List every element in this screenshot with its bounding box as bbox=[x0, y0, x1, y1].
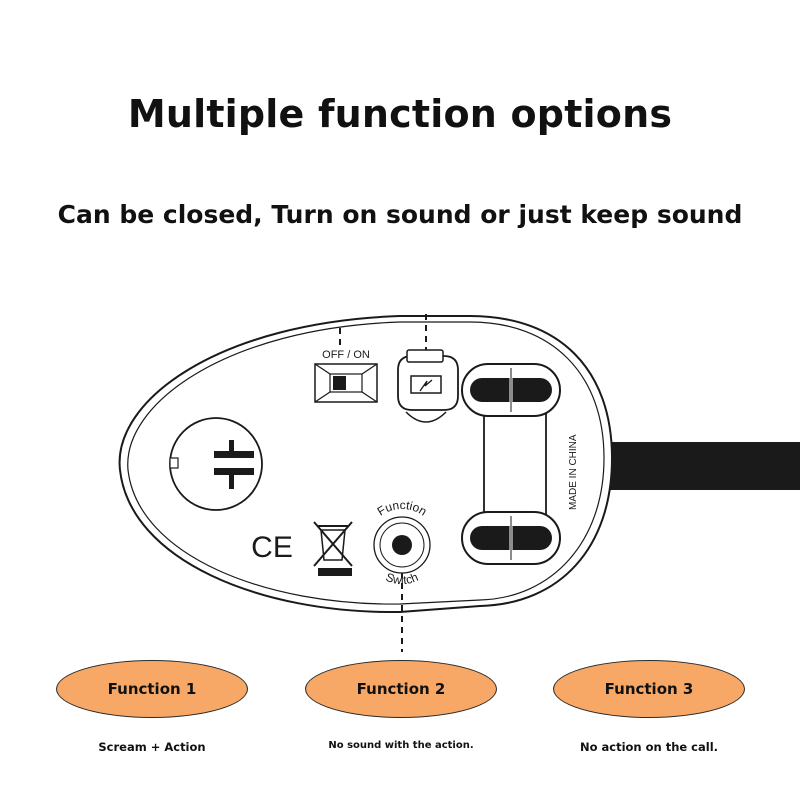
function-ring-label: Function bbox=[375, 498, 430, 519]
made-in-label: MADE IN CHINA bbox=[568, 434, 579, 510]
ce-mark: CE bbox=[251, 531, 293, 564]
function-1-option[interactable]: Function 1 bbox=[56, 660, 248, 718]
speaker-icon bbox=[169, 417, 263, 511]
power-switch[interactable] bbox=[314, 363, 378, 403]
page-subtitle: Can be closed, Turn on sound or just kee… bbox=[57, 200, 743, 229]
function-3-option[interactable]: Function 3 bbox=[553, 660, 745, 718]
battery-icon bbox=[397, 349, 459, 423]
switch-label: OFF / ON bbox=[322, 349, 370, 361]
function-2-option[interactable]: Function 2 bbox=[305, 660, 497, 718]
function-3-description: No action on the call. bbox=[579, 740, 719, 754]
switch-ring-label: Switch bbox=[384, 570, 420, 588]
function-switch-button[interactable] bbox=[373, 516, 431, 574]
cable bbox=[606, 442, 800, 490]
function-2-description: No sound with the action. bbox=[328, 740, 474, 751]
recycle-bin-icon bbox=[313, 521, 353, 576]
clip-holder bbox=[461, 363, 561, 565]
function-1-description: Scream + Action bbox=[98, 740, 206, 754]
page-title: Multiple function options bbox=[127, 92, 673, 136]
